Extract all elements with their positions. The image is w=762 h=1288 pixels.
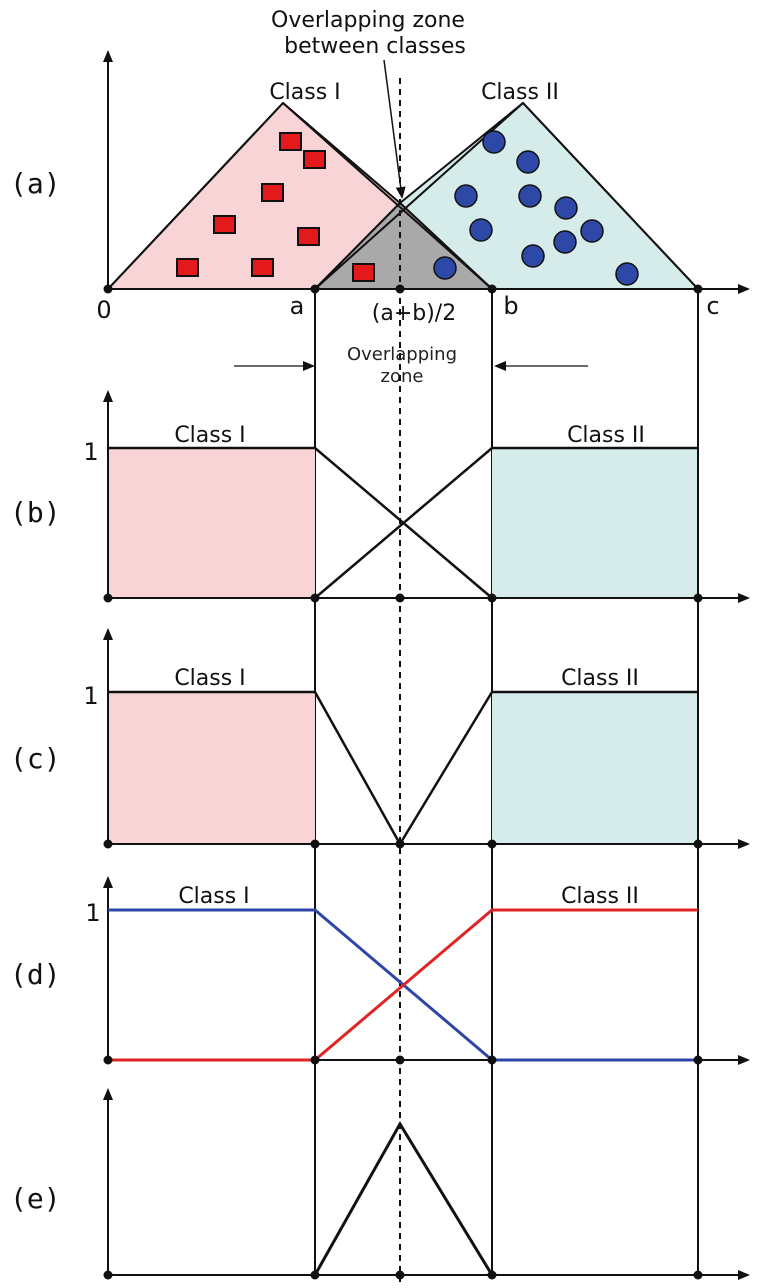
class1-label: Class I [269,80,340,105]
overlap-zone-line2: zone [381,366,424,387]
axis-label-mid: (a+b)/2 [372,301,456,326]
circle-sample [454,184,478,208]
class2-membership-red [108,908,698,1062]
square-sample [303,150,326,169]
panel-c-class2-label: Class II [561,666,639,691]
panel-b: (b) 1 Class I Class II [10,390,750,603]
overlap-zone-line1: Overlapping [347,344,457,365]
panel-b-one: 1 [83,438,98,466]
annotation-line2: between classes [284,34,466,59]
axis-point [103,593,113,603]
circle-sample [433,256,457,280]
circle-sample [518,184,542,208]
class2-samples [433,130,639,286]
panel-a-label: (a) [10,167,61,200]
axis-point [395,1055,405,1065]
axis-point [693,1270,703,1280]
circle-sample [615,262,639,286]
axis-point [310,839,320,849]
class1-membership [108,690,402,845]
panel-b-class1-label: Class I [174,423,245,448]
square-sample [213,215,236,234]
panel-a: Overlapping zone between classes Class I… [10,8,750,387]
axis-point [103,1270,113,1280]
axis-label-a: a [290,292,305,320]
panel-c-class1-label: Class I [174,666,245,691]
axis-point [693,839,703,849]
axis-point [487,1055,497,1065]
square-sample [297,227,320,246]
square-sample [176,258,199,277]
square-sample [352,263,375,282]
circle-sample [580,219,604,243]
axis-point [395,1270,405,1280]
circle-sample [554,196,578,220]
panel-d: (d) 1 Class I Class II [10,876,750,1065]
circle-sample [553,230,577,254]
overlap-peak [313,1121,494,1276]
square-sample [251,258,274,277]
panel-b-class2-label: Class II [567,423,645,448]
axis-label-c: c [706,292,719,320]
circle-sample [516,150,540,174]
axis-point [395,839,405,849]
annotation-line1: Overlapping zone [271,8,465,33]
axis-point [693,1055,703,1065]
axis-point [103,839,113,849]
circle-sample [469,218,493,242]
axis-label-b: b [503,292,518,320]
axis-point [487,1270,497,1280]
class1-samples [176,132,375,282]
panel-d-class1-label: Class I [178,884,249,909]
panel-c-one: 1 [83,682,98,710]
axis-point [693,593,703,603]
axis-point [487,839,497,849]
square-sample [261,183,284,202]
panel-d-label: (d) [10,958,61,991]
axis-label-zero: 0 [96,296,111,324]
circle-sample [521,244,545,268]
circle-sample [482,130,506,154]
panel-d-one: 1 [85,899,100,927]
axis-point [487,593,497,603]
panel-d-class2-label: Class II [561,884,639,909]
class2-membership [314,446,698,599]
panel-c-label: (c) [10,742,61,775]
panel-b-label: (b) [10,496,61,529]
panel-e-label: (e) [10,1182,61,1215]
axis-point-zero [103,284,113,294]
axis-point [310,593,320,603]
class2-region [492,692,698,844]
annotation-arrow [383,59,406,199]
panel-e: (e) [10,1088,750,1280]
class1-membership [108,446,493,599]
class1-region [108,692,315,844]
axis-point [310,1270,320,1280]
square-sample [279,132,302,151]
class2-label: Class II [481,80,559,105]
class2-region [492,448,698,598]
panel-c: (c) 1 Class I Class II [10,628,750,849]
axis-point [103,1055,113,1065]
class1-region [108,448,315,598]
axis-point [310,1055,320,1065]
axis-point [395,593,405,603]
class2-membership [398,690,698,845]
